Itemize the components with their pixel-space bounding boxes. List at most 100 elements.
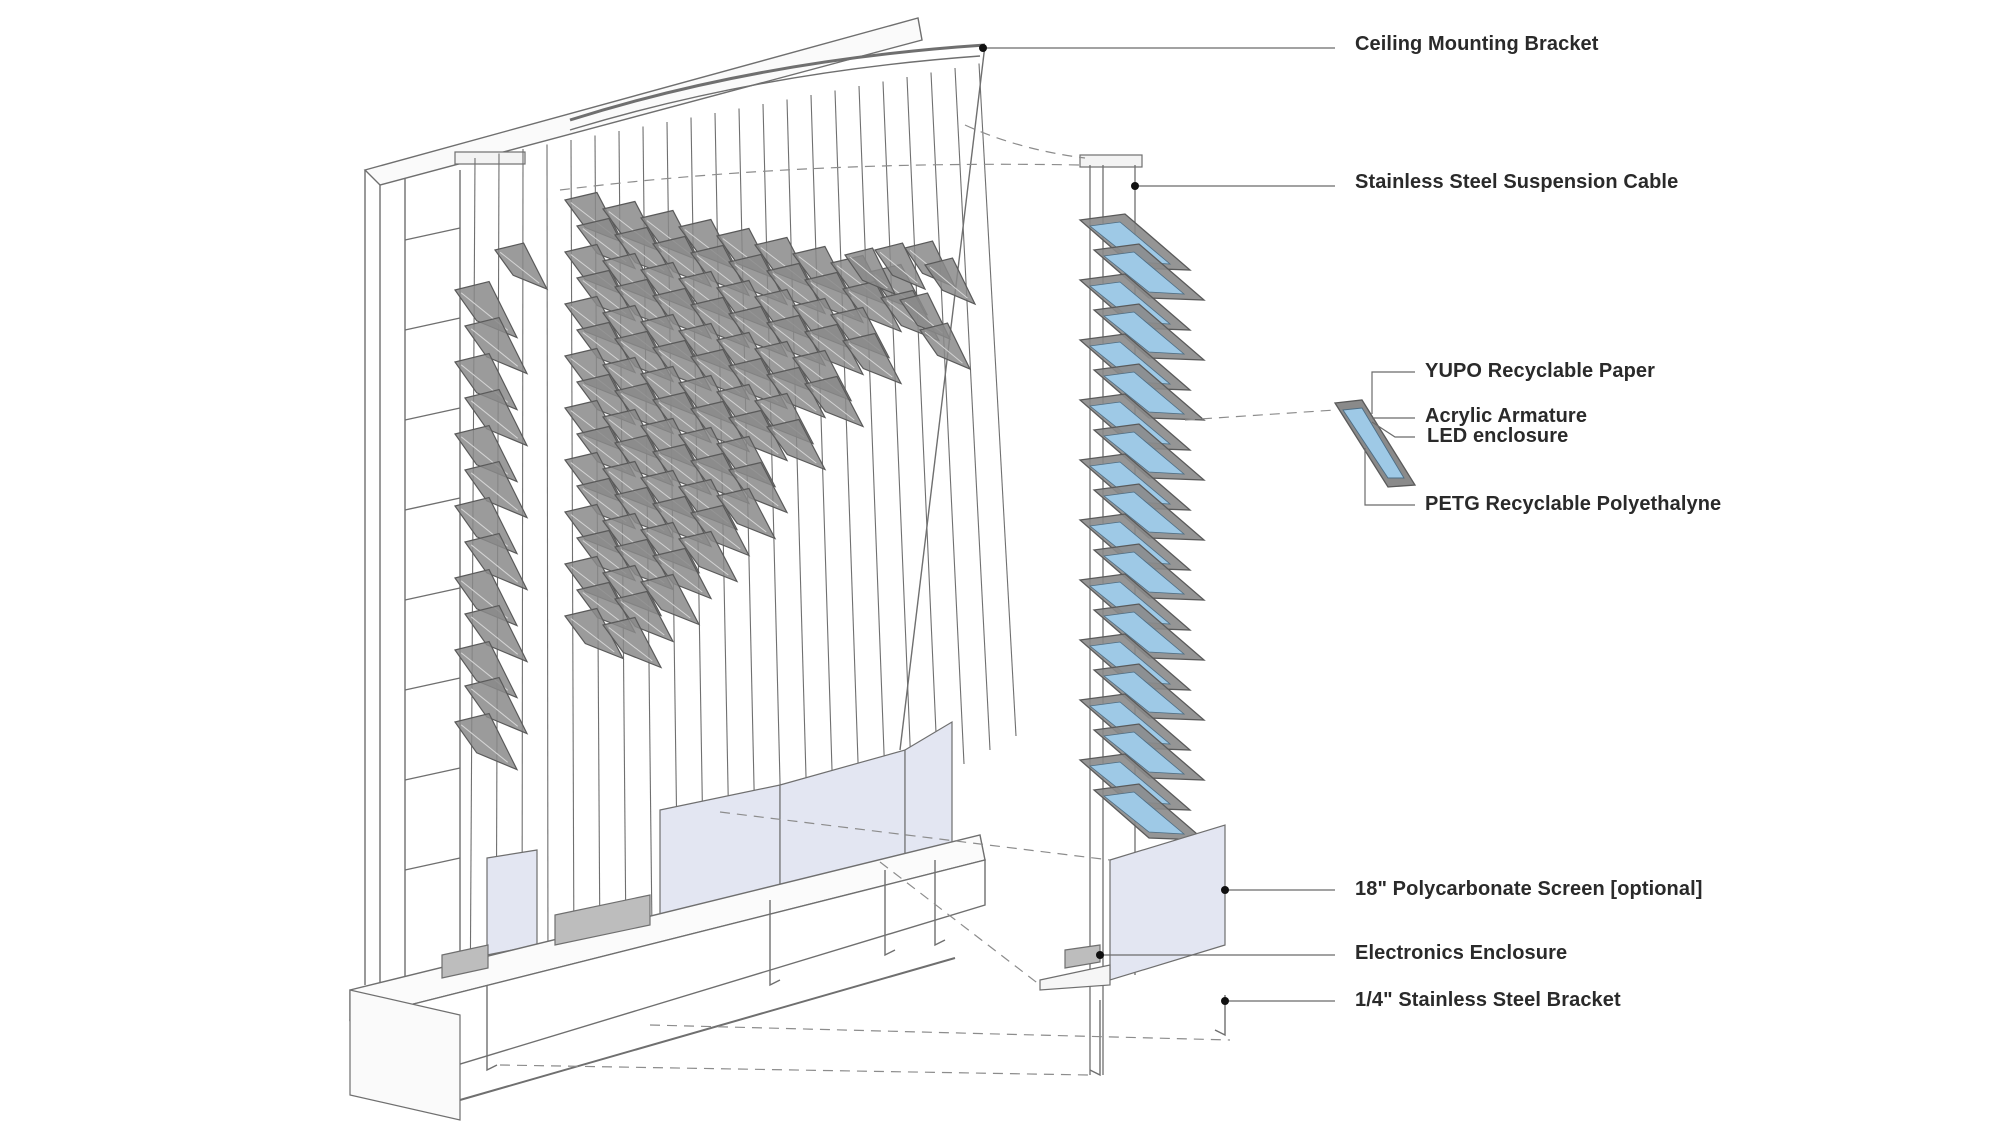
ledge-bracket-1 (769, 900, 781, 987)
panel-b99 (651, 547, 713, 600)
panel-a13 (493, 242, 549, 291)
panel-b43-rib (696, 307, 741, 342)
panel-c5 (919, 322, 972, 371)
strip-led-1 (1103, 251, 1186, 295)
strip-led-5 (1103, 371, 1186, 415)
panel-a11-rib (470, 688, 519, 727)
strip-screen (1109, 824, 1226, 981)
label-electronics-enclosure: Electronics Enclosure (1355, 942, 1568, 964)
panel-b104 (613, 590, 675, 643)
panel-b60-rib (772, 377, 817, 412)
panel-b56-rib (620, 341, 665, 376)
strip-led-3 (1103, 311, 1186, 355)
panel-b45-rib (772, 325, 817, 360)
panel-b58-rib (696, 359, 741, 394)
panel-b104-rib (620, 601, 665, 636)
panel-b41-rib (620, 289, 665, 324)
panel-b40-rib (582, 280, 627, 315)
cable-19 (930, 72, 965, 765)
panel-a13-rib (499, 251, 540, 284)
dot-cable (1131, 182, 1139, 190)
panel-a7 (464, 532, 529, 591)
wall-mullion-1 (404, 317, 461, 331)
wall-mullion-3 (404, 497, 461, 511)
panel-b73-rib (772, 429, 817, 464)
panel-b105 (563, 607, 625, 660)
base-ledge (349, 834, 986, 1121)
dash-mount (964, 124, 1086, 159)
panel-b91-rib (658, 506, 703, 541)
cable-17 (882, 81, 913, 793)
panel-b72-rib (734, 420, 779, 455)
strip-bracket (1089, 1000, 1101, 1077)
ledge-groove (459, 957, 956, 1101)
cable-15 (834, 90, 861, 821)
panel-c1-rib (879, 251, 918, 284)
electronics-box-1 (441, 944, 489, 979)
strip-led-9 (1103, 491, 1186, 535)
panel-b27-rib (734, 264, 779, 299)
wall-mullion-6 (404, 767, 461, 781)
panel-b59-rib (734, 368, 779, 403)
dash-screen (719, 811, 1111, 861)
panel-b71-rib (696, 411, 741, 446)
panel-b88 (715, 487, 777, 540)
panel-b46-rib (810, 334, 855, 369)
panel-b70-rib (658, 402, 703, 437)
panel-c3-rib (929, 266, 968, 299)
strip-led-13 (1103, 611, 1186, 655)
panel-b68-rib (582, 384, 627, 419)
dash-module (1184, 409, 1336, 421)
strip-ledge (1039, 964, 1111, 991)
panel-b106-rib (608, 627, 653, 662)
panel-a7-rib (470, 544, 519, 583)
panel-b61-rib (810, 386, 855, 421)
panel-b103-rib (582, 592, 627, 627)
dot-bracket (1221, 997, 1229, 1005)
cable-18 (906, 76, 939, 779)
panel-c0 (844, 247, 897, 296)
panel-b29-rib (810, 282, 855, 317)
left-mount-block (454, 151, 526, 165)
wall-mullion-2 (404, 407, 461, 421)
panel-a3-rib (470, 400, 519, 439)
panel-b90-rib (620, 497, 665, 532)
panel-b80-rib (620, 445, 665, 480)
panel-b83-rib (734, 472, 779, 507)
cable-4 (570, 139, 575, 975)
label-suspension-cable: Stainless Steel Suspension Cable (1355, 171, 1679, 193)
panel-b47-rib (848, 343, 893, 378)
panel-a12-rib (460, 724, 509, 763)
wall-mullion-7 (404, 857, 461, 871)
panel-b57-rib (658, 350, 703, 385)
cable-16 (858, 85, 887, 807)
panel-b26-rib (696, 255, 741, 290)
ledge-bracket-3 (934, 860, 946, 947)
strip-led-19 (1103, 791, 1186, 835)
panel-b105-rib (570, 618, 615, 653)
cable-20 (954, 67, 991, 751)
panel-b61 (803, 375, 865, 428)
label-steel-bracket: 1/4" Stainless Steel Bracket (1355, 989, 1621, 1011)
panel-b44-rib (734, 316, 779, 351)
label-led-enclosure: LED enclosure (1427, 425, 1569, 447)
panel-b89-rib (582, 488, 627, 523)
panel-c1 (874, 242, 927, 291)
dash-bracket-2 (499, 1064, 1091, 1076)
label-yupo-paper: YUPO Recyclable Paper (1425, 360, 1655, 382)
panel-c0-rib (849, 256, 888, 289)
label-acrylic-armature: Acrylic Armature (1425, 405, 1588, 427)
callout-leaders (499, 44, 1415, 1076)
main-panel-array (454, 191, 977, 771)
panel-a1-rib (470, 328, 519, 367)
label-ceiling-mounting-bracket: Ceiling Mounting Bracket (1355, 33, 1599, 55)
panel-b102 (639, 573, 701, 626)
panel-a5 (464, 460, 529, 519)
label-polycarbonate-screen: 18" Polycarbonate Screen [optional] (1355, 878, 1703, 900)
panel-b30 (841, 280, 903, 333)
cable-21 (978, 63, 1017, 737)
panel-c3 (924, 257, 977, 306)
dash-bracket (649, 1024, 1231, 1041)
strip-bracket-2 (1214, 995, 1226, 1037)
